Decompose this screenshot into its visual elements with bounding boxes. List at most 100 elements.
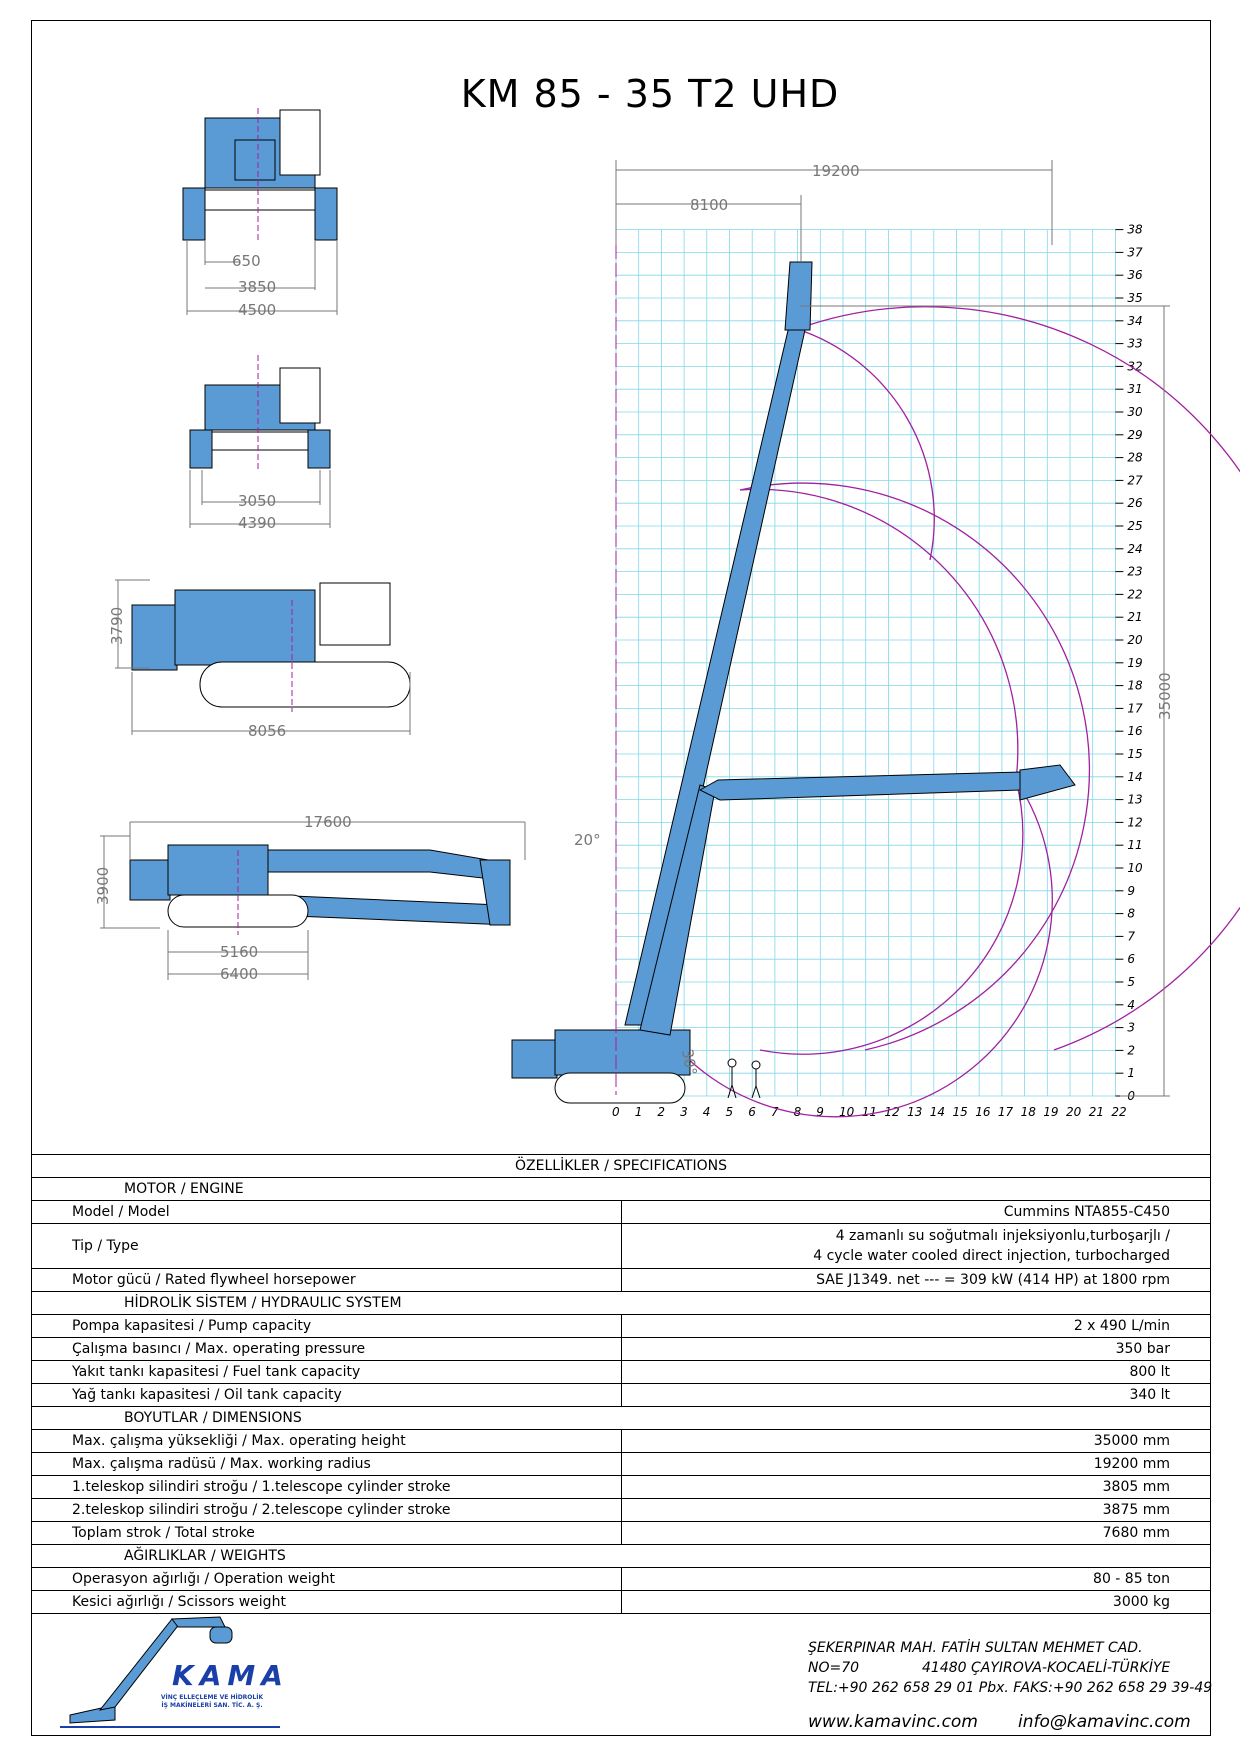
logo-subtitle: VİNÇ ELLEÇLEME VE HİDROLİK İŞ MAKİNELERİ… — [147, 1694, 277, 1710]
x-tick-label: 0 — [612, 1105, 620, 1119]
y-tick-label: 21 — [1127, 610, 1142, 624]
y-tick-label: 12 — [1127, 815, 1142, 829]
dim-front-outer: 4390 — [238, 514, 276, 532]
power-label: Motor gücü / Rated flywheel horsepower — [31, 1268, 622, 1292]
y-tick-label: 28 — [1127, 451, 1143, 465]
dim-transport-track: 5160 — [220, 943, 258, 961]
logo-subtitle-2: İŞ MAKİNELERİ SAN. TİC. A. Ş. — [161, 1702, 263, 1709]
address-line-1: ŞEKERPINAR MAH. FATİH SULTAN MEHMET CAD. — [808, 1640, 1143, 1656]
x-tick-label: 2 — [657, 1105, 665, 1119]
y-tick-label: 11 — [1127, 838, 1142, 852]
op-weight-label: Operasyon ağırlığı / Operation weight — [31, 1567, 622, 1591]
dim-transport-base: 6400 — [220, 965, 258, 983]
y-tick-label: 9 — [1127, 884, 1135, 898]
tel2-value: 3875 mm — [620, 1498, 1211, 1522]
y-tick-label: 31 — [1127, 382, 1142, 396]
power-value: SAE J1349. net --- = 309 kW (414 HP) at … — [620, 1268, 1211, 1292]
long-reach-machine — [511, 261, 1076, 1104]
y-tick-label: 22 — [1127, 587, 1142, 601]
type-value-1: 4 zamanlı su soğutmalı injeksiyonlu,turb… — [835, 1228, 1170, 1244]
y-tick-label: 19 — [1127, 656, 1142, 670]
table-row: Pompa kapasitesi / Pump capacity 2 x 490… — [31, 1314, 1211, 1338]
x-tick-label: 8 — [794, 1105, 802, 1119]
logo-text: KAMA — [172, 1659, 289, 1692]
dim-top-track: 650 — [232, 252, 261, 270]
y-tick-label: 33 — [1127, 337, 1142, 351]
section-engine: MOTOR / ENGINE — [31, 1177, 1211, 1201]
x-tick-label: 15 — [953, 1105, 968, 1119]
y-tick-label: 26 — [1127, 496, 1143, 510]
oil-label: Yağ tankı kapasitesi / Oil tank capacity — [31, 1383, 622, 1407]
op-weight-value: 80 - 85 ton — [620, 1567, 1211, 1591]
oil-value: 340 lt — [620, 1383, 1211, 1407]
working-range-arcs — [654, 306, 1240, 1118]
kama-logo-drawing — [60, 1616, 280, 1728]
side-view-drawing — [131, 582, 411, 712]
table-row: Max. çalışma yüksekliği / Max. operating… — [31, 1429, 1211, 1453]
radius-label: Max. çalışma radüsü / Max. working radiu… — [31, 1452, 622, 1476]
address-line-2a: NO=70 — [808, 1660, 860, 1676]
spec-table: ÖZELLİKLER / SPECIFICATIONS MOTOR / ENGI… — [31, 1154, 1211, 1614]
x-tick-label: 10 — [839, 1105, 855, 1119]
logo-subtitle-1: VİNÇ ELLEÇLEME VE HİDROLİK — [160, 1694, 264, 1701]
page-title: KM 85 - 35 T2 UHD — [460, 72, 840, 116]
dim-reach-total: 19200 — [812, 162, 860, 180]
x-tick-label: 19 — [1043, 1105, 1058, 1119]
email-link[interactable]: info@kamavinc.com — [1018, 1712, 1191, 1732]
x-tick-label: 4 — [703, 1105, 711, 1119]
y-tick-label: 24 — [1127, 542, 1142, 556]
dim-top-outer: 4500 — [238, 301, 276, 319]
x-tick-label: 5 — [726, 1105, 734, 1119]
y-tick-label: 13 — [1127, 793, 1142, 807]
angle-base: 30° — [678, 1048, 700, 1077]
scissors-weight-value: 3000 kg — [620, 1590, 1211, 1614]
y-tick-label: 14 — [1127, 770, 1142, 784]
pump-value: 2 x 490 L/min — [620, 1314, 1211, 1338]
y-tick-label: 20 — [1127, 633, 1143, 647]
y-tick-label: 23 — [1127, 565, 1142, 579]
x-tick-label: 6 — [748, 1105, 756, 1119]
x-tick-label: 21 — [1089, 1105, 1104, 1119]
total-label: Toplam strok / Total stroke — [31, 1521, 622, 1545]
table-row: Operasyon ağırlığı / Operation weight 80… — [31, 1567, 1211, 1591]
type-value-2: 4 cycle water cooled direct injection, t… — [813, 1248, 1170, 1264]
top-view-drawing — [182, 108, 338, 241]
radius-value: 19200 mm — [620, 1452, 1211, 1476]
dim-side-height: 3790 — [108, 607, 126, 645]
y-tick-label: 36 — [1127, 268, 1143, 282]
height-value: 35000 mm — [620, 1429, 1211, 1453]
total-value: 7680 mm — [620, 1521, 1211, 1545]
y-tick-label: 18 — [1127, 679, 1143, 693]
dim-reach-offset: 8100 — [690, 196, 728, 214]
x-tick-label: 11 — [862, 1105, 877, 1119]
pump-label: Pompa kapasitesi / Pump capacity — [31, 1314, 622, 1338]
x-tick-label: 1 — [635, 1105, 643, 1119]
tel1-value: 3805 mm — [620, 1475, 1211, 1499]
fuel-value: 800 lt — [620, 1360, 1211, 1384]
y-tick-label: 29 — [1127, 428, 1142, 442]
person-figures — [727, 1058, 761, 1099]
type-label: Tip / Type — [31, 1223, 622, 1269]
x-tick-label: 7 — [771, 1105, 779, 1119]
y-tick-label: 4 — [1127, 998, 1135, 1012]
dim-side-length: 8056 — [248, 722, 286, 740]
y-tick-label: 7 — [1127, 929, 1135, 943]
y-tick-label: 16 — [1127, 724, 1143, 738]
y-tick-label: 38 — [1127, 223, 1143, 237]
x-tick-label: 17 — [998, 1105, 1014, 1119]
section-dimensions: BOYUTLAR / DIMENSIONS — [31, 1406, 1211, 1430]
table-row: Yağ tankı kapasitesi / Oil tank capacity… — [31, 1383, 1211, 1407]
table-row: Motor gücü / Rated flywheel horsepower S… — [31, 1268, 1211, 1292]
y-tick-label: 35 — [1127, 291, 1142, 305]
dim-height-total: 35000 — [1156, 672, 1174, 720]
fuel-label: Yakıt tankı kapasitesi / Fuel tank capac… — [31, 1360, 622, 1384]
angle-boom: 20° — [574, 831, 601, 849]
y-tick-label: 1 — [1127, 1066, 1135, 1080]
table-row: Kesici ağırlığı / Scissors weight 3000 k… — [31, 1590, 1211, 1614]
y-tick-label: 25 — [1127, 519, 1142, 533]
table-row: Toplam strok / Total stroke 7680 mm — [31, 1521, 1211, 1545]
website-link[interactable]: www.kamavinc.com — [808, 1712, 978, 1732]
y-tick-label: 5 — [1127, 975, 1135, 989]
section-weights: AĞIRLIKLAR / WEIGHTS — [31, 1544, 1211, 1568]
